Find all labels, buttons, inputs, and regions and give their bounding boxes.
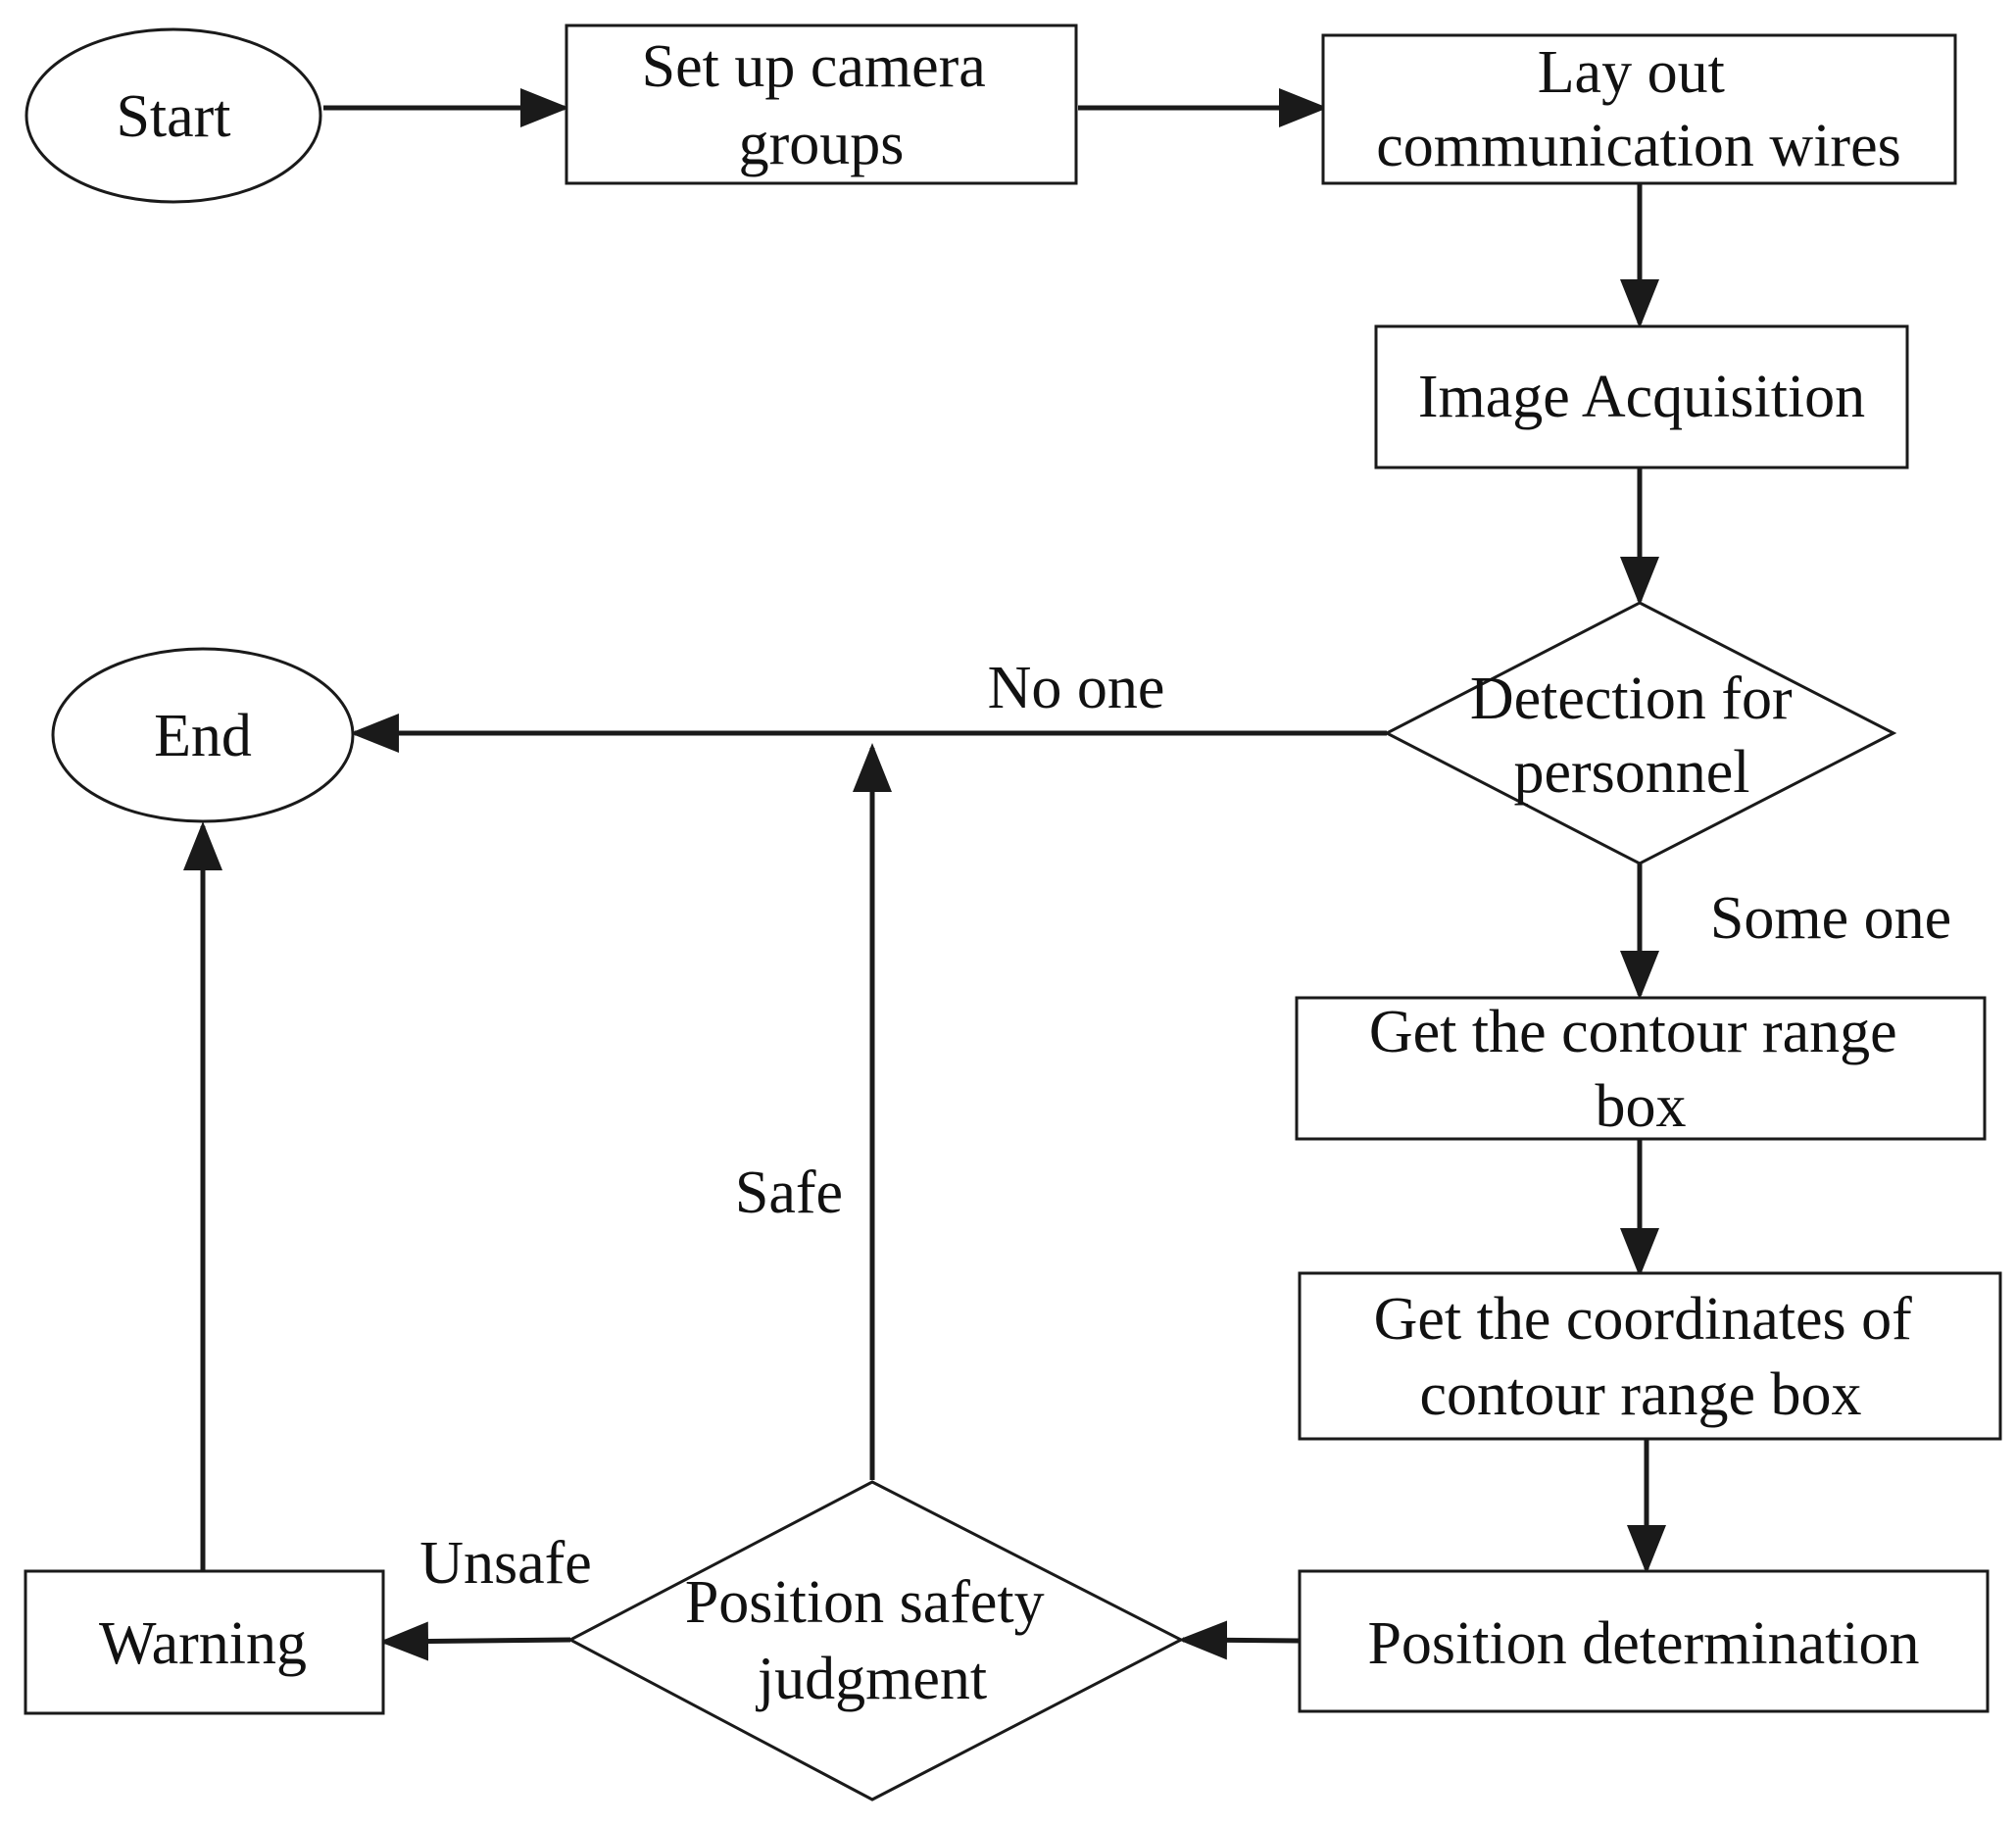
node-setup-line-2: groups xyxy=(739,111,905,177)
node-contour-coordinates: Get the coordinates of contour range box xyxy=(1298,1271,2002,1441)
node-setup-camera-groups: Set up camera groups xyxy=(565,24,1078,185)
edge-position-to-safety xyxy=(1178,1620,1301,1660)
node-contour-line-2: box xyxy=(1596,1073,1687,1140)
node-wires-line-2: communication wires xyxy=(1376,113,1900,179)
edge-label-some-one: Some one xyxy=(1710,885,1951,952)
edge-label-unsafe: Unsafe xyxy=(419,1530,592,1597)
node-wires-line-1: Lay out xyxy=(1538,39,1725,106)
svg-text:Detection for personnel: Detection for personnel xyxy=(1470,666,1807,806)
svg-text:Get the coordinates of c: Get the coordinates of contour range box xyxy=(1374,1286,1928,1428)
node-detect-line-1: Detection for xyxy=(1470,666,1793,732)
node-position-label: Position determination xyxy=(1367,1610,1919,1677)
edge-safety-to-warning xyxy=(379,1621,571,1661)
node-warning-label: Warning xyxy=(99,1610,307,1677)
node-position-safety-judgment: Position safety judgment xyxy=(566,1480,1185,1801)
node-warning: Warning xyxy=(24,1569,385,1715)
node-image-acquisition: Image Acquisition xyxy=(1374,324,1909,469)
node-start: Start xyxy=(25,27,322,204)
node-setup-line-1: Set up camera xyxy=(642,33,986,100)
node-end: End xyxy=(51,647,355,823)
node-start-label: Start xyxy=(116,83,230,150)
node-position-determination: Position determination xyxy=(1298,1569,1990,1713)
node-safety-line-2: judgment xyxy=(756,1646,987,1712)
node-safety-line-1: Position safety xyxy=(685,1569,1045,1636)
edges xyxy=(183,88,1666,1661)
node-end-label: End xyxy=(154,703,252,769)
node-detection-personnel: Detection for personnel xyxy=(1383,601,1897,865)
node-lay-out-wires: Lay out communication wires xyxy=(1321,33,1957,185)
svg-text:Lay out communication wi: Lay out communication wires xyxy=(1376,39,1900,179)
svg-text:Set up camera groups: Set up camera groups xyxy=(642,33,1002,177)
svg-text:Position safety judgment: Position safety judgment xyxy=(685,1569,1059,1712)
node-contour-line-1: Get the contour range xyxy=(1369,999,1897,1065)
node-coords-line-1: Get the coordinates of xyxy=(1374,1286,1913,1353)
svg-text:Get the contour range bo: Get the contour range box xyxy=(1369,999,1912,1140)
node-detect-line-2: personnel xyxy=(1513,739,1749,806)
edge-label-safe: Safe xyxy=(735,1160,843,1226)
node-coords-line-2: contour range box xyxy=(1419,1361,1861,1428)
edge-label-no-one: No one xyxy=(988,655,1165,721)
node-contour-range-box: Get the contour range box xyxy=(1295,996,1987,1141)
node-acquire-label: Image Acquisition xyxy=(1418,364,1865,430)
